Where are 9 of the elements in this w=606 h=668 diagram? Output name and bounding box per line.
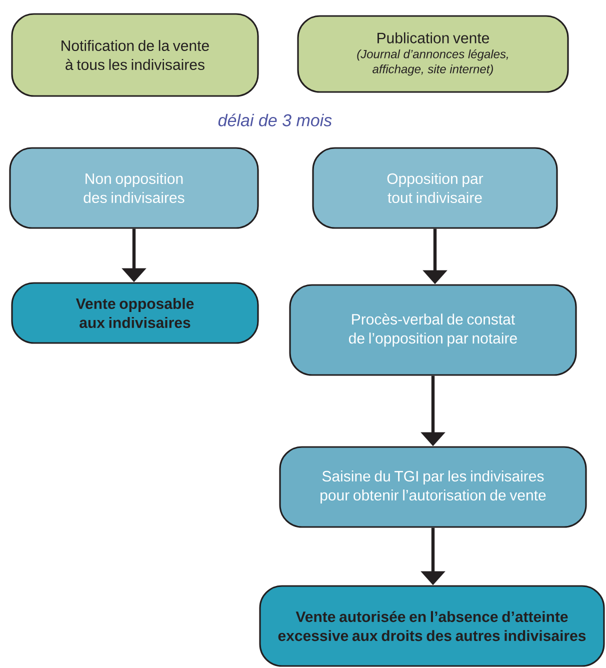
process-box: Procès-verbal de constat de l’opposition par notaire <box>289 284 577 376</box>
process-box: Notification de la vente à tous les indivisaires <box>11 13 259 97</box>
process-box: Vente autorisée en l’absence d’atteinte excessive aux droits des autres indivisaires <box>259 585 605 667</box>
process-box: Vente opposable aux indivisaires <box>11 282 259 344</box>
process-box: Non opposition des indivisaires <box>9 147 259 229</box>
process-box: Opposition par tout indivisaire <box>312 147 558 229</box>
process-box: Publication vente (Journal d’annonces légales, affichage, site internet) <box>297 15 569 93</box>
delay-label: délai de 3 mois <box>218 114 332 126</box>
process-box: Saisine du TGI par les indivisaires pour obtenir l’autorisation de vente <box>279 446 587 528</box>
